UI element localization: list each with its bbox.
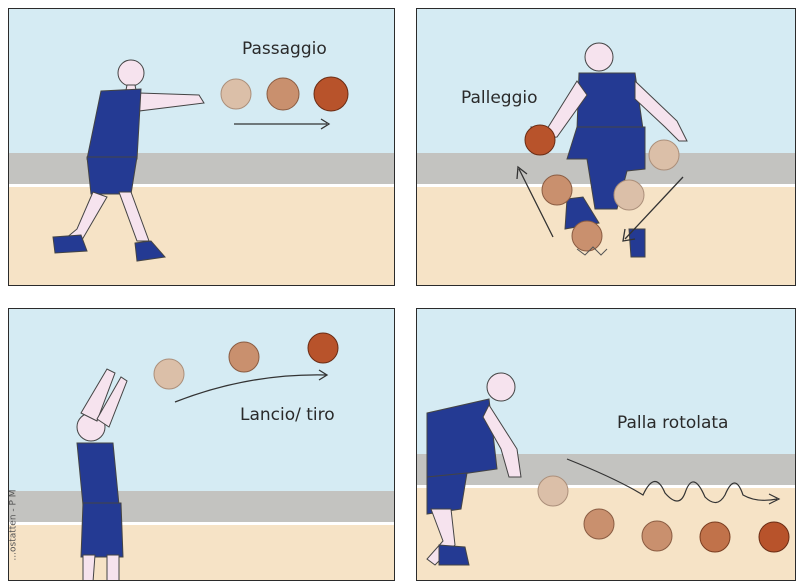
rotolata-illustration [417, 309, 796, 581]
panel-lancio-tiro: Lancio/ tiro [8, 308, 395, 581]
panel-palleggio: Palleggio [416, 8, 796, 286]
label-passaggio: Passaggio [242, 39, 327, 59]
arrow-lancio [175, 370, 327, 402]
panel-passaggio: Passaggio [8, 8, 395, 286]
player-shooting [77, 369, 127, 581]
label-lancio: Lancio/ tiro [240, 405, 335, 425]
panel-palla-rotolata: Palla rotolata [416, 308, 796, 581]
balls-passaggio [221, 77, 348, 111]
image-credit: ...ostatten - P M [9, 489, 19, 560]
arrow-passaggio [234, 119, 329, 129]
passaggio-illustration [9, 9, 395, 286]
lancio-illustration [9, 309, 395, 581]
balls-lancio [154, 333, 338, 389]
label-palleggio: Palleggio [461, 88, 538, 108]
palleggio-illustration [417, 9, 796, 286]
label-rotolata: Palla rotolata [617, 413, 728, 433]
